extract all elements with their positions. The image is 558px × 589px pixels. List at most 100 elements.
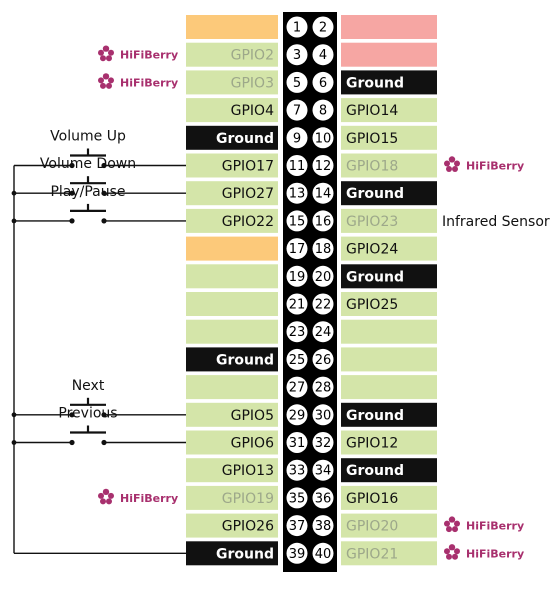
button-contact: [69, 190, 75, 196]
right-pin-label: GPIO21: [346, 546, 398, 562]
hifiberry-text: HiFiBerry: [120, 49, 178, 62]
pin-number: 23: [289, 325, 306, 340]
right-pin-label: GPIO23: [346, 214, 398, 230]
berry-dot: [108, 49, 114, 56]
left-pin-label: GPIO22: [222, 214, 274, 230]
hifiberry-text: HiFiBerry: [120, 492, 178, 505]
right-pin-cell: [341, 153, 437, 178]
left-pin-cell: [186, 347, 278, 372]
berry-center: [450, 162, 454, 167]
pin-circle: [312, 71, 334, 93]
pin-number: 16: [315, 214, 332, 229]
right-pin-cell: [341, 98, 437, 123]
pin-number: 7: [293, 104, 301, 119]
left-pin-label: GPIO5: [231, 408, 274, 424]
right-pin-label: Ground: [346, 269, 404, 285]
left-pin-cell: [186, 153, 278, 178]
berry-dot: [448, 516, 456, 523]
pin-circle: [312, 376, 334, 398]
left-pin-cell: [186, 125, 278, 150]
pin-number: 26: [315, 353, 332, 368]
left-pin-cell: [186, 485, 278, 510]
left-pin-cell: [186, 375, 278, 400]
pin-number: 27: [289, 381, 306, 396]
berry-center: [104, 494, 108, 499]
pin-circle: [312, 404, 334, 426]
left-pin-label: GPIO19: [222, 491, 274, 507]
pin-circle: [286, 265, 308, 287]
pin-circle: [286, 404, 308, 426]
right-pin-label: GPIO14: [346, 103, 398, 119]
pin-number: 40: [315, 547, 332, 562]
left-pin-cell: [186, 319, 278, 344]
button-label: Previous: [58, 406, 117, 422]
button-contact: [101, 218, 107, 224]
right-pin-label: GPIO18: [346, 159, 398, 175]
pin-number: 25: [289, 353, 306, 368]
left-pin-cell: [186, 70, 278, 95]
pin-circle: [286, 44, 308, 66]
right-pin-cell: [341, 292, 437, 316]
pin-number: 36: [315, 491, 332, 506]
left-pin-cell: [186, 208, 278, 233]
berry-dot: [106, 55, 112, 62]
right-pin-label: GPIO15: [346, 131, 398, 147]
pin-circle: [286, 376, 308, 398]
pin-number: 9: [293, 131, 301, 146]
right-pin-label: GPIO20: [346, 519, 398, 535]
left-pin-cell: [186, 292, 278, 316]
pin-circle: [312, 321, 334, 343]
berry-dot: [454, 160, 460, 167]
pin-number: 13: [289, 187, 306, 202]
berry-dot: [452, 166, 458, 172]
pin-circle: [312, 127, 334, 149]
pin-circle: [312, 16, 334, 38]
right-pin-label: GPIO12: [346, 436, 398, 452]
left-pin-cell: [186, 15, 278, 39]
hifiberry-logo-icon: [98, 73, 114, 89]
right-pin-cell: [341, 181, 437, 206]
button-contact: [101, 162, 107, 169]
right-pin-label: GPIO24: [346, 242, 398, 258]
left-pin-cell: [186, 236, 278, 261]
berry-dot: [452, 553, 458, 560]
pin-circle: [312, 238, 334, 260]
berry-dot: [100, 498, 106, 505]
pin-circle: [286, 487, 308, 509]
berry-dot: [108, 492, 114, 499]
right-pin-cell: [341, 15, 437, 39]
button-label: Volume Up: [50, 129, 126, 145]
left-pin-label: Ground: [216, 131, 274, 147]
left-pin-cell: [186, 541, 278, 566]
right-pin-label: GPIO16: [346, 491, 398, 507]
hifiberry-logo-icon: [444, 544, 460, 560]
pin-circle: [312, 99, 334, 121]
left-pin-cell: [186, 430, 278, 455]
left-pin-cell: [186, 42, 278, 67]
left-pin-label: GPIO6: [231, 436, 274, 452]
berry-dot: [98, 492, 104, 499]
pin-number: 38: [315, 519, 332, 534]
bus-junction: [11, 218, 17, 224]
pin-number: 8: [319, 104, 327, 119]
berry-dot: [444, 520, 450, 527]
hifiberry-text: HiFiBerry: [466, 520, 524, 533]
pin-circle: [312, 293, 334, 315]
berry-dot: [102, 73, 110, 80]
pin-number: 3: [293, 48, 301, 63]
infrared-sensor-label: Infrared Sensor: [442, 214, 550, 230]
berry-dot: [102, 488, 110, 496]
pin-number: 5: [293, 76, 301, 91]
berry-dot: [444, 160, 450, 167]
berry-dot: [452, 526, 458, 533]
berry-dot: [448, 156, 456, 163]
berry-center: [104, 51, 108, 56]
pin-circle: [286, 321, 308, 343]
right-pin-label: Ground: [346, 463, 404, 479]
left-pin-label: GPIO3: [231, 75, 274, 91]
pin-circle: [312, 432, 334, 453]
pin-number: 18: [315, 242, 332, 257]
pin-circle: [286, 127, 308, 149]
button-label: Volume Down: [40, 156, 136, 172]
right-pin-cell: [341, 125, 437, 150]
